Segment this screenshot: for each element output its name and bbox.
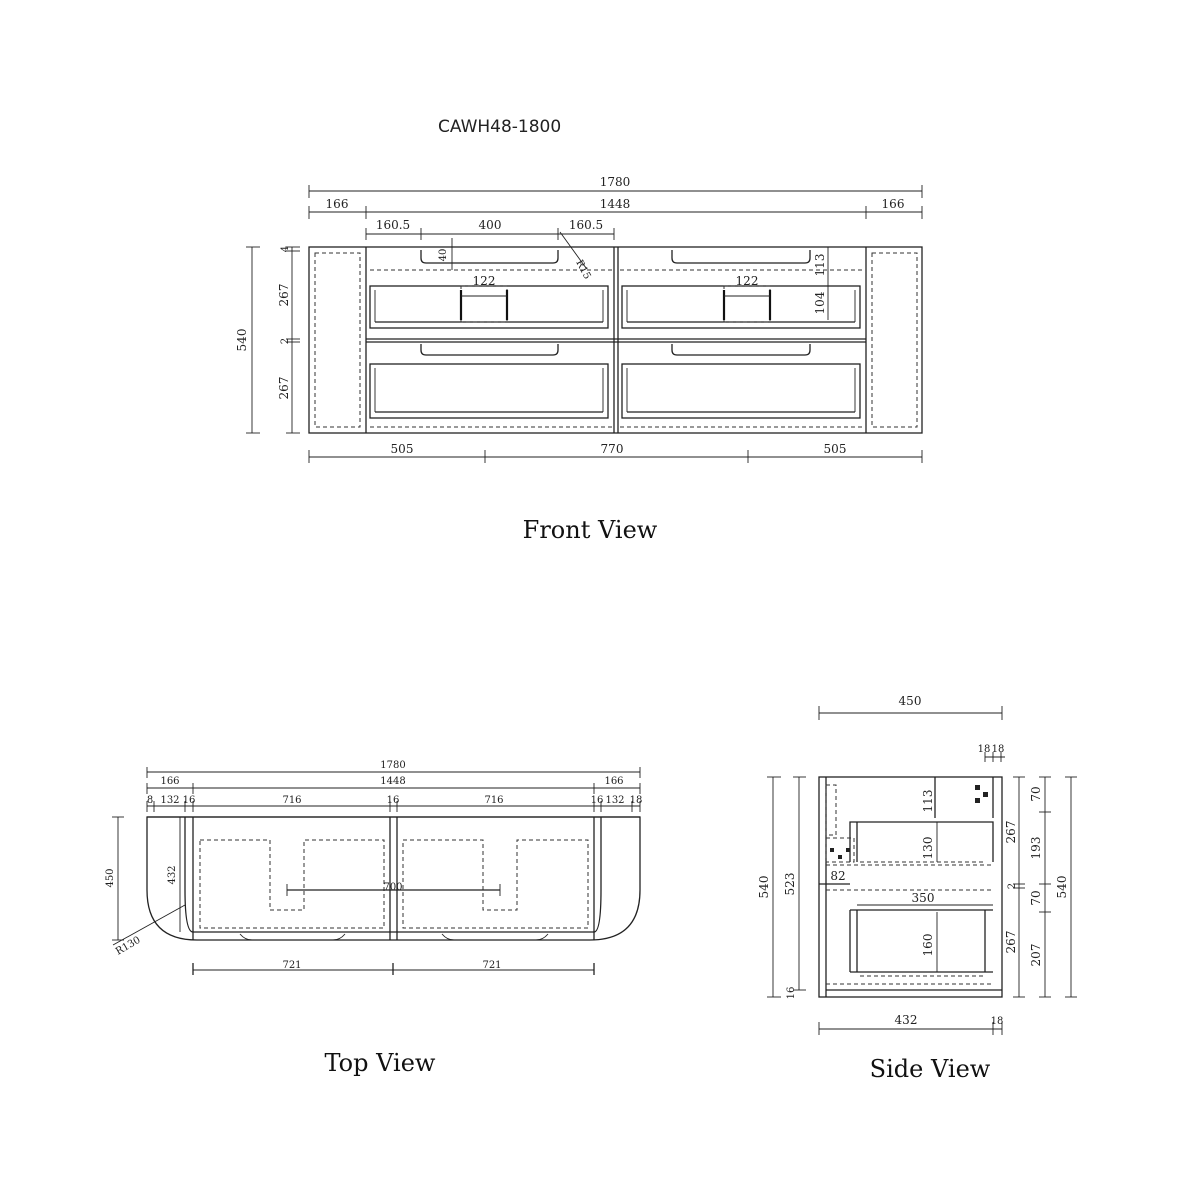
top-depth: 450 — [105, 868, 116, 887]
top-d8: 8 — [147, 795, 153, 806]
front-drawer-bottom: 267 — [277, 377, 291, 400]
side-view: 450 18 18 — [757, 694, 1077, 1035]
front-basin-right: 160.5 — [569, 218, 603, 232]
front-bottom-right: 505 — [824, 442, 847, 456]
front-left-end: 166 — [326, 197, 349, 211]
side-d16: 16 — [786, 987, 797, 1000]
side-t18b: 18 — [992, 744, 1005, 755]
front-basin-depth: 40 — [438, 249, 449, 262]
side-bottom-432: 432 — [895, 1013, 918, 1027]
side-t18a: 18 — [978, 744, 991, 755]
side-r2: 2 — [1007, 883, 1018, 889]
front-drawer-top: 267 — [277, 284, 291, 307]
side-r267b: 267 — [1004, 931, 1018, 954]
side-r193: 193 — [1029, 837, 1043, 860]
top-d16b: 16 — [387, 795, 400, 806]
top-trap: 700 — [383, 882, 402, 893]
side-d82: 82 — [830, 869, 845, 883]
top-d716b: 716 — [484, 795, 503, 806]
front-top-gap: 4 — [280, 246, 291, 252]
top-bottom-left: 721 — [282, 960, 301, 971]
top-center: 1448 — [380, 776, 405, 787]
side-bottom-18: 18 — [991, 1016, 1004, 1027]
model-title: CAWH48-1800 — [438, 117, 561, 137]
front-bottom-left: 505 — [391, 442, 414, 456]
side-d160: 160 — [921, 934, 935, 957]
front-trap-right: 122 — [736, 274, 759, 288]
top-d16a: 16 — [183, 795, 196, 806]
side-d130: 130 — [921, 837, 935, 860]
side-view-label: Side View — [870, 1055, 991, 1083]
front-view: 1780 166 1448 166 160.5 400 160.5 R15 — [235, 175, 923, 463]
side-d350: 350 — [912, 891, 935, 905]
side-r267a: 267 — [1004, 821, 1018, 844]
front-overall-width: 1780 — [600, 175, 631, 189]
front-basin-left: 160.5 — [376, 218, 410, 232]
side-height-left: 540 — [757, 876, 771, 899]
side-h523: 523 — [783, 873, 797, 896]
side-width: 450 — [899, 694, 922, 708]
top-view-label: Top View — [325, 1049, 436, 1077]
top-overall: 1780 — [380, 760, 405, 771]
top-end-left: 166 — [160, 776, 179, 787]
side-r70a: 70 — [1029, 786, 1043, 801]
top-view: 1780 166 1448 166 8 132 16 716 16 716 16… — [105, 760, 642, 975]
front-dim-113: 113 — [813, 254, 827, 277]
front-center-width: 1448 — [600, 197, 631, 211]
top-d132a: 132 — [160, 795, 179, 806]
front-view-label: Front View — [523, 516, 658, 544]
front-bottom-mid: 770 — [601, 442, 624, 456]
front-dim-104: 104 — [813, 291, 827, 314]
side-d113: 113 — [921, 790, 935, 813]
top-inner-depth: 432 — [167, 865, 178, 884]
top-d16c: 16 — [591, 795, 604, 806]
front-basin-width: 400 — [479, 218, 502, 232]
top-d716a: 716 — [282, 795, 301, 806]
side-r70b: 70 — [1029, 890, 1043, 905]
top-bottom-right: 721 — [482, 960, 501, 971]
front-overall-height: 540 — [235, 329, 249, 352]
front-right-end: 166 — [882, 197, 905, 211]
top-end-right: 166 — [604, 776, 623, 787]
front-trap-left: 122 — [473, 274, 496, 288]
side-r207: 207 — [1029, 944, 1043, 967]
side-height-right: 540 — [1055, 876, 1069, 899]
front-mid-gap: 2 — [280, 338, 291, 344]
top-d132b: 132 — [605, 795, 624, 806]
top-d18: 18 — [630, 795, 643, 806]
